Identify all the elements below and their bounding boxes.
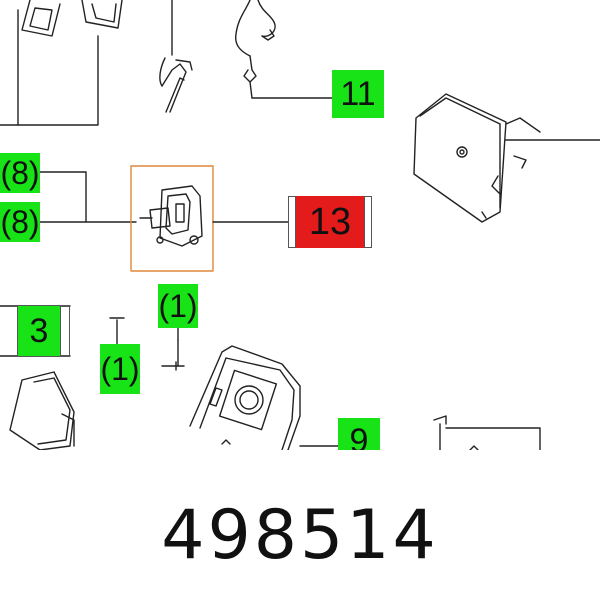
screw-right-outline xyxy=(433,415,541,450)
switch-plate-outline xyxy=(413,93,600,223)
screw-parts-outline xyxy=(109,317,185,371)
brush-holder-part-outline xyxy=(139,185,203,247)
diagram-drawing xyxy=(0,0,600,450)
callout-13: 13 xyxy=(296,196,364,248)
callout-8-lower: (8) xyxy=(0,202,40,242)
exploded-parts-diagram: 11 (8) (8) 13 3 (1) (1) 9 xyxy=(0,0,600,450)
callout-3: 3 xyxy=(18,306,60,356)
callout-3-frame-left xyxy=(0,306,18,356)
callout-1-upper: (1) xyxy=(158,284,198,328)
gasket-plate-outline xyxy=(189,345,301,450)
cable-part-outline xyxy=(235,0,333,99)
hook-part-outline xyxy=(159,0,193,113)
top-left-part-outline xyxy=(21,0,123,37)
highlight-frame xyxy=(130,165,214,272)
callout-3-frame-right xyxy=(60,306,70,356)
callout-13-frame-left xyxy=(288,196,296,248)
cover-part-outline xyxy=(9,371,75,450)
part-number: 498514 xyxy=(161,495,439,575)
callout-13-frame-right xyxy=(364,196,372,248)
callout-8-upper: (8) xyxy=(0,153,40,193)
leader-lines-top-left xyxy=(0,9,99,126)
callout-9: 9 xyxy=(338,418,380,450)
callout-11: 11 xyxy=(332,70,384,118)
leader-lines-8 xyxy=(39,171,137,223)
callout-1-lower: (1) xyxy=(100,344,140,394)
